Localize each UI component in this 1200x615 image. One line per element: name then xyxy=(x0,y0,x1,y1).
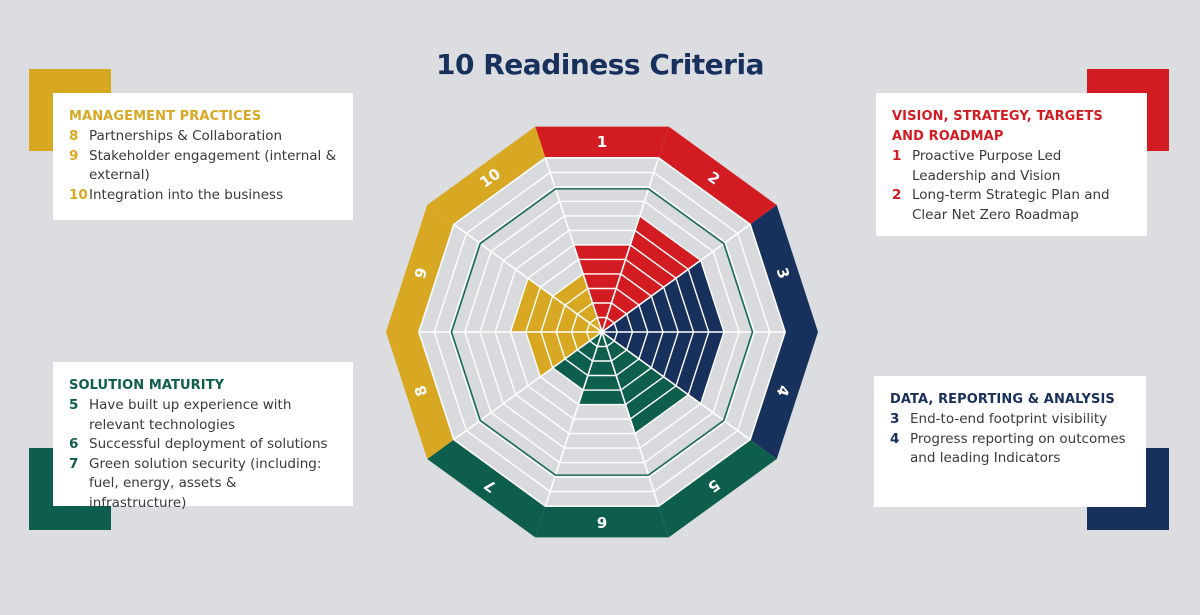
criterion-text: Successful deployment of solutions xyxy=(89,436,328,452)
criterion-text: Integration into the business xyxy=(89,186,284,203)
criterion-band-2 xyxy=(658,126,777,224)
criterion-band-7 xyxy=(427,440,546,538)
criterion-score-6 xyxy=(578,332,626,405)
criterion-band-3 xyxy=(750,205,818,332)
criterion-text: Progress reporting on outcomes and leadi… xyxy=(910,430,1126,467)
criterion-text: Stakeholder engagement (internal & exter… xyxy=(89,147,337,184)
benchmark-ring xyxy=(450,188,754,476)
criterion-text: Proactive Purpose Led Leadership and Vis… xyxy=(912,148,1062,184)
radar-spoke xyxy=(544,157,603,333)
card-heading: MANAGEMENT PRACTICES xyxy=(69,109,262,124)
criterion-score-9 xyxy=(510,278,602,332)
criterion-score-5 xyxy=(602,332,689,434)
radar-spoke xyxy=(601,157,660,333)
criterion-score-7 xyxy=(552,332,602,391)
card-heading: DATA, REPORTING & ANALYSIS xyxy=(890,392,1115,407)
criterion-band-4 xyxy=(750,332,818,459)
page-title: 10 Readiness Criteria xyxy=(436,48,764,81)
radar-spoke xyxy=(601,331,751,441)
criterion-item: 9 Stakeholder engagement (internal & ext… xyxy=(69,147,337,186)
criterion-band-6 xyxy=(535,506,669,538)
criterion-text: Have built up experience with relevant t… xyxy=(89,397,292,433)
criterion-item: 7 Green solution security (including: fu… xyxy=(69,455,337,514)
criterion-number: 4 xyxy=(890,430,900,447)
criterion-item: 3 End-to-end footprint visibility xyxy=(890,410,1130,430)
criterion-band-5 xyxy=(658,440,777,538)
criterion-number: 6 xyxy=(69,436,79,452)
criterion-item: 5 Have built up experience with relevant… xyxy=(69,396,337,435)
criterion-item: 2 Long-term Strategic Plan and Clear Net… xyxy=(892,186,1131,225)
data-reporting-card: DATA, REPORTING & ANALYSIS 3 End-to-end … xyxy=(874,376,1146,507)
criterion-number: 10 xyxy=(69,186,88,203)
card-heading: VISION, STRATEGY, TARGETS AND ROADMAP xyxy=(892,109,1103,144)
criterion-score-2 xyxy=(602,215,701,332)
criterion-number: 1 xyxy=(892,148,902,164)
criterion-text: Long-term Strategic Plan and Clear Net Z… xyxy=(912,187,1110,223)
criterion-item: 6 Successful deployment of solutions xyxy=(69,435,337,455)
card-heading: SOLUTION MATURITY xyxy=(69,378,225,393)
management-practices-card: MANAGEMENT PRACTICES 8 Partnerships & Co… xyxy=(53,93,353,220)
radar-spoke xyxy=(453,331,603,441)
criterion-label-1: 1 xyxy=(597,133,607,151)
solution-maturity-card: SOLUTION MATURITY 5 Have built up experi… xyxy=(53,362,353,511)
vision-strategy-card: VISION, STRATEGY, TARGETS AND ROADMAP 1 … xyxy=(876,93,1147,236)
criterion-score-10 xyxy=(552,273,602,332)
criterion-score-4 xyxy=(602,332,724,404)
criterion-band-8 xyxy=(386,332,454,459)
radar-spoke xyxy=(544,331,603,507)
radar-spoke xyxy=(601,223,751,333)
criterion-label-6: 6 xyxy=(597,513,607,531)
criterion-score-3 xyxy=(602,260,724,332)
criterion-number: 2 xyxy=(892,187,902,203)
criterion-text: Partnerships & Collaboration xyxy=(89,128,283,144)
criterion-band-1 xyxy=(535,126,669,158)
criterion-text: Green solution security (including: fuel… xyxy=(89,455,322,511)
criterion-item: 10 Integration into the business xyxy=(69,186,337,206)
criterion-item: 8 Partnerships & Collaboration xyxy=(69,127,337,147)
criterion-text: End-to-end footprint visibility xyxy=(910,411,1108,427)
criterion-band-10 xyxy=(427,126,546,224)
criterion-number: 3 xyxy=(890,411,900,427)
criterion-band-9 xyxy=(386,205,454,332)
radar-spoke xyxy=(453,223,603,333)
criterion-item: 1 Proactive Purpose Led Leadership and V… xyxy=(892,147,1131,186)
criterion-number: 7 xyxy=(69,455,79,472)
criterion-number: 8 xyxy=(69,128,79,144)
criterion-number: 9 xyxy=(69,147,79,164)
criterion-item: 4 Progress reporting on outcomes and lea… xyxy=(890,430,1130,469)
radar-spoke xyxy=(601,331,660,507)
criterion-number: 5 xyxy=(69,397,79,413)
